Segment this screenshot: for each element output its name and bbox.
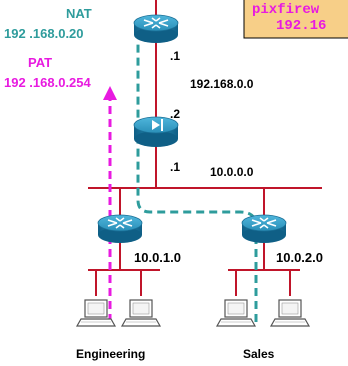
pat-title: PAT [28, 55, 52, 70]
sales-router [241, 214, 287, 244]
sales-pc-1 [216, 299, 256, 327]
core-network-label: 10.0.0.0 [210, 165, 254, 179]
sales-network-label: 10.0.2.0 [276, 250, 323, 265]
sales-pc-2 [270, 299, 310, 327]
engineering-label: Engineering [76, 347, 145, 361]
nat-address: 192 .168.0.20 [4, 26, 84, 41]
engineering-router [97, 214, 143, 244]
callout-line-1: pixfirew [252, 2, 320, 18]
nat-router [133, 14, 179, 44]
nat-translation-path [136, 40, 258, 322]
pat-translation-path [108, 90, 112, 322]
pat-path-arrowhead [103, 86, 117, 100]
network-links [88, 0, 322, 296]
upper-network-label: 192.168.0.0 [190, 77, 254, 91]
firewall-lower-host-label: .1 [170, 160, 180, 174]
firewall-upper-host-label: .2 [170, 107, 180, 121]
nat-title: NAT [66, 6, 92, 21]
engineering-pc-2 [121, 299, 161, 327]
engineering-network-label: 10.0.1.0 [134, 250, 181, 265]
callout-line-2: 192.16 [276, 18, 326, 34]
firewall [133, 116, 179, 147]
sales-label: Sales [243, 347, 275, 361]
pixfirewall-callout: pixfirew 192.16 [243, 0, 348, 39]
pat-address: 192 .168.0.254 [4, 75, 92, 90]
upper-link-host-label: .1 [170, 49, 180, 63]
